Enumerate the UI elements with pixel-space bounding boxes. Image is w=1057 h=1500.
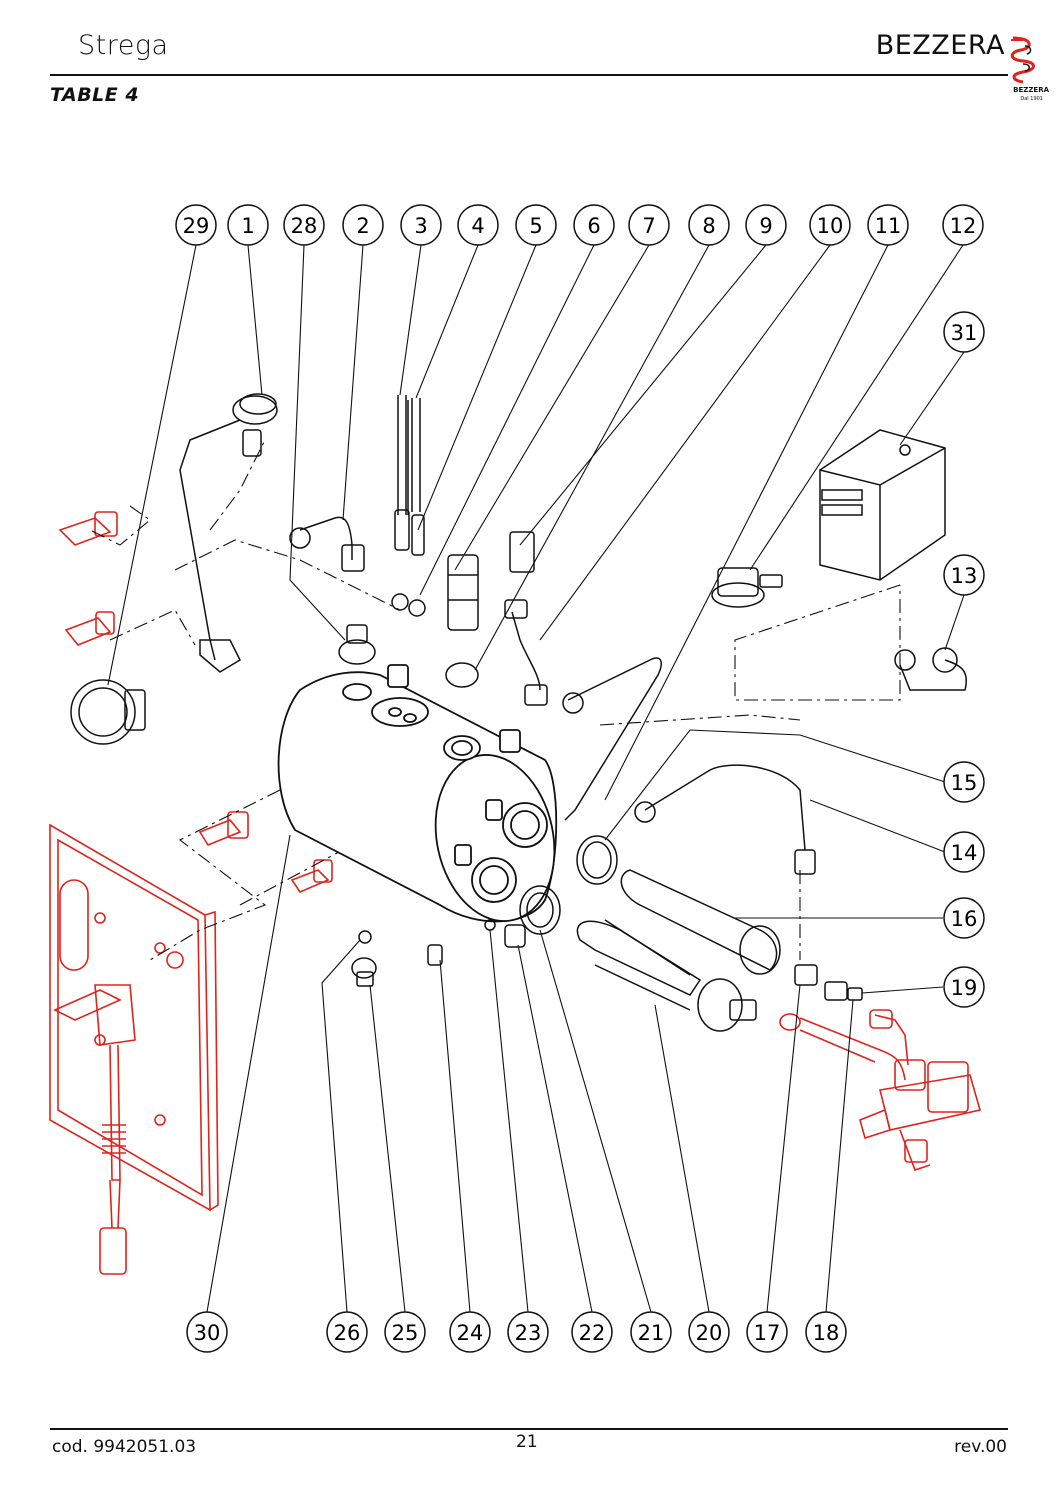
leader-lines (107, 244, 965, 1313)
boiler-cylinder (277, 664, 558, 923)
brand-logo-text: BEZZERA (875, 30, 1005, 61)
callout-11: 11 (875, 214, 902, 238)
callout-5: 5 (529, 214, 542, 238)
header-rule (50, 74, 1008, 76)
callout-28: 28 (291, 214, 318, 238)
callout-4: 4 (471, 214, 484, 238)
callout-29: 29 (183, 214, 210, 238)
brand-since-text: Dal 1901 (1020, 96, 1043, 102)
callout-19: 19 (951, 976, 978, 1000)
callout-21: 21 (638, 1321, 665, 1345)
callouts-right: 31 13 15 14 16 19 (943, 311, 985, 1008)
page-title: Strega (78, 30, 169, 61)
revision-label: rev.00 (954, 1437, 1007, 1457)
brand-small-text: BEZZERA (1013, 86, 1049, 94)
footer-rule (50, 1428, 1008, 1430)
callout-10: 10 (817, 214, 844, 238)
brand-serpent-icon (1010, 36, 1035, 84)
callout-2: 2 (356, 214, 369, 238)
callout-13: 13 (951, 564, 978, 588)
callout-14: 14 (951, 841, 978, 865)
callout-15: 15 (951, 771, 978, 795)
callouts-top: 29 1 28 2 3 4 5 6 7 8 9 10 11 12 (175, 204, 984, 246)
callout-25: 25 (392, 1321, 419, 1345)
red-frame-panel (49, 823, 219, 1275)
callout-12: 12 (950, 214, 977, 238)
callout-17: 17 (754, 1321, 781, 1345)
parts-line-art (70, 393, 967, 1032)
callout-31: 31 (951, 321, 978, 345)
red-valve-assembly (779, 1009, 982, 1172)
callout-6: 6 (587, 214, 600, 238)
callout-23: 23 (515, 1321, 542, 1345)
callout-20: 20 (696, 1321, 723, 1345)
callout-8: 8 (702, 214, 715, 238)
callout-26: 26 (334, 1321, 361, 1345)
callout-16: 16 (951, 907, 978, 931)
callout-24: 24 (457, 1321, 484, 1345)
callout-1: 1 (241, 214, 254, 238)
callout-30: 30 (194, 1321, 221, 1345)
callout-7: 7 (642, 214, 655, 238)
table-label: TABLE 4 (50, 84, 140, 106)
document-code: cod. 9942051.03 (52, 1437, 197, 1457)
callouts-bottom: 30 26 25 24 23 22 21 20 17 18 (186, 1311, 847, 1353)
callout-22: 22 (579, 1321, 606, 1345)
callout-18: 18 (813, 1321, 840, 1345)
callout-3: 3 (414, 214, 427, 238)
page-number: 21 (516, 1432, 538, 1452)
callout-9: 9 (759, 214, 772, 238)
